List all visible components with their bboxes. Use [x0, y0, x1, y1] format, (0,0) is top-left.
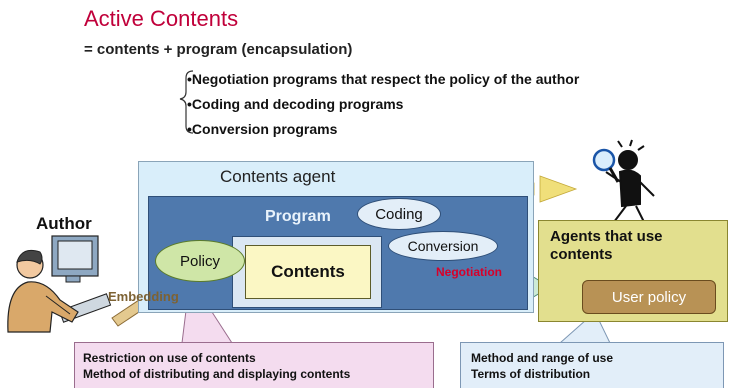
user-policy-callout-line2: Terms of distribution — [471, 367, 591, 381]
agents-label-line1: Agents that use — [550, 228, 663, 245]
bullet-item: •Conversion programs — [187, 121, 338, 137]
bullet-item: •Negotiation programs that respect the p… — [187, 71, 580, 87]
author-figure — [7, 235, 112, 333]
negotiation-label: Negotiation — [436, 265, 502, 279]
author-label: Author — [36, 214, 92, 233]
bullet-item: •Coding and decoding programs — [187, 96, 404, 112]
page-subtitle: = contents + program (encapsulation) — [84, 41, 353, 58]
policy-callout-line1: Restriction on use of contents — [83, 351, 256, 365]
bullet-brace — [179, 70, 194, 134]
policy-callout: Restriction on use of contents Method of… — [74, 342, 434, 388]
user-policy-callout: Method and range of use Terms of distrib… — [460, 342, 724, 388]
program-label: Program — [265, 208, 331, 225]
user-policy-callout-line1: Method and range of use — [471, 351, 614, 365]
user-policy-box: User policy — [582, 280, 716, 314]
embedding-label: Embedding — [108, 289, 179, 304]
agents-label-line2: contents — [550, 246, 613, 263]
coding-ellipse: Coding — [357, 198, 441, 230]
policy-ellipse: Policy — [155, 240, 245, 282]
policy-callout-line2: Method of distributing and displaying co… — [83, 367, 351, 381]
bullet-list: •Negotiation programs that respect the p… — [187, 67, 579, 142]
agents-label: Agents that use contents — [550, 228, 663, 264]
page-title: Active Contents — [84, 6, 239, 31]
conversion-ellipse: Conversion — [388, 231, 498, 261]
contents-agent-label: Contents agent — [220, 167, 336, 186]
contents-box: Contents — [245, 245, 371, 299]
observer-figure — [592, 139, 655, 223]
